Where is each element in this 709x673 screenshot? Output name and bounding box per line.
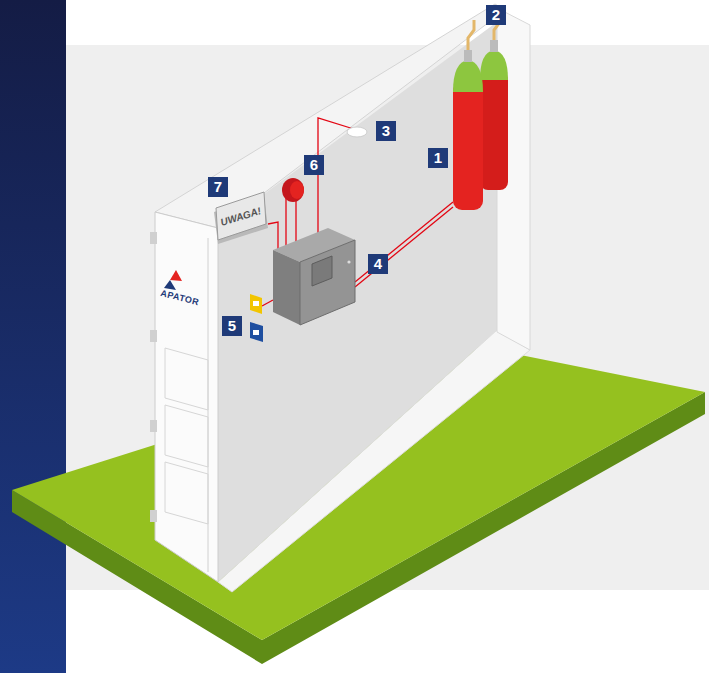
callout-number: 7 (208, 177, 228, 197)
sign-text: UWAGA! (219, 205, 262, 229)
callout-number: 2 (486, 5, 506, 25)
callout-number: 5 (222, 316, 242, 336)
warning-sign: UWAGA! (217, 204, 265, 231)
callout-number: 6 (304, 155, 324, 175)
callout-number: 4 (368, 254, 388, 274)
brand-logo: APATOR (160, 288, 201, 307)
callout-number: 1 (428, 148, 448, 168)
callout-number: 3 (376, 121, 396, 141)
